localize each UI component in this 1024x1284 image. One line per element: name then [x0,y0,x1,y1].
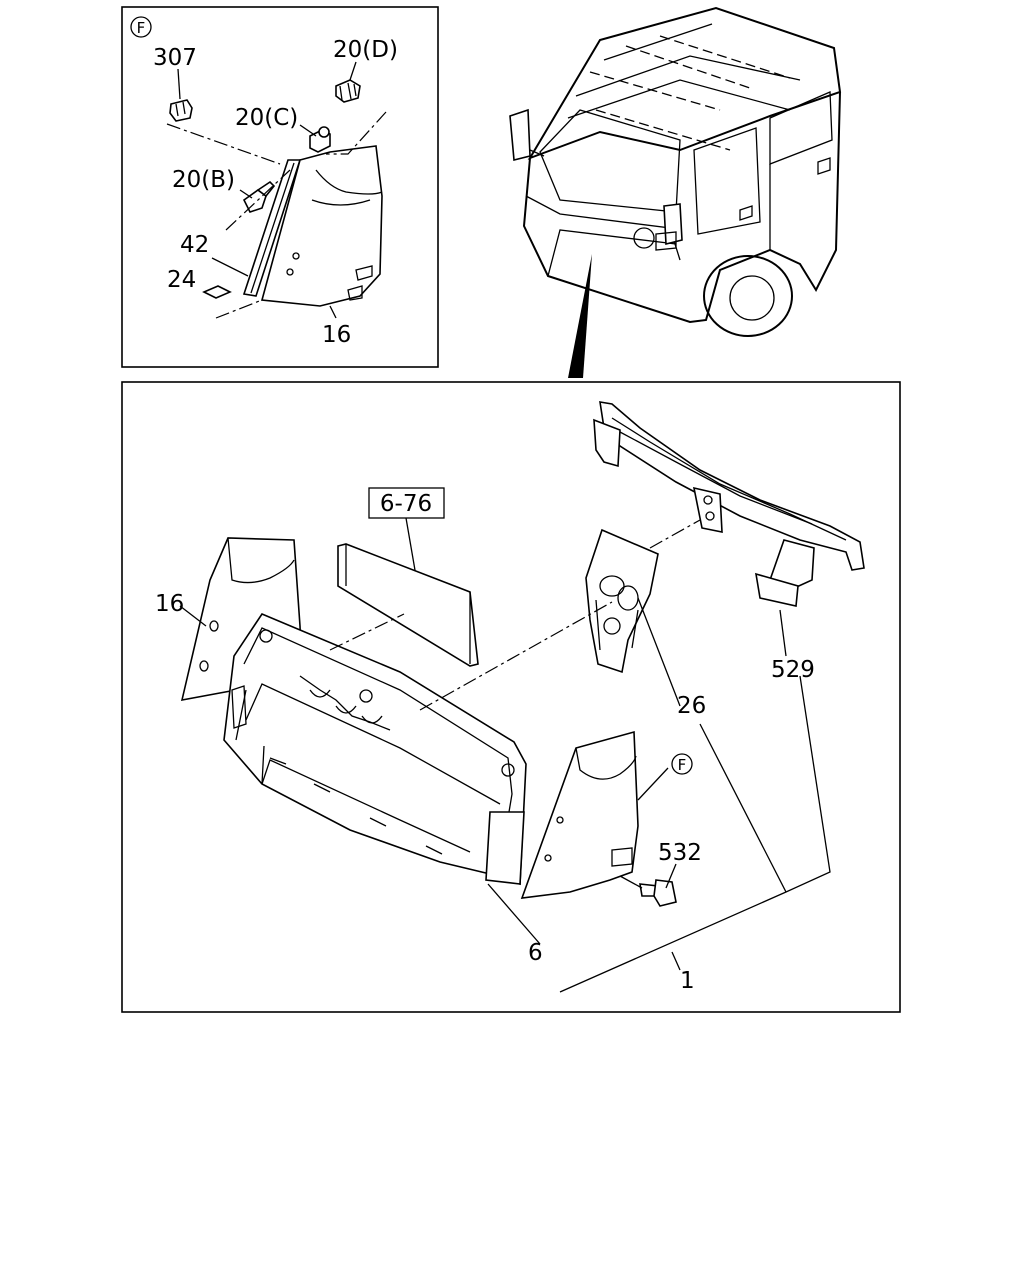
grille-panel-6-drawing [223,613,527,886]
main-exploded-view: 6-76 [121,381,901,1013]
inset-frame [121,6,439,368]
main-view-marker-text: F [678,756,687,774]
main-frame [121,381,901,1013]
label-16-inset: 16 [322,322,351,348]
clip-20c-drawing [299,124,331,153]
label-42: 42 [180,232,209,258]
clip-20b-drawing [239,180,276,213]
truck-overview-drawing [509,6,842,378]
inset-view-marker-text: F [137,19,146,37]
label-20d: 20(D) [333,37,398,63]
label-24: 24 [167,267,196,293]
main-view-marker: F [671,753,693,775]
insulator-pad-drawing [337,543,479,667]
panel-16-inset-drawing [260,145,383,319]
pad-24-drawing [202,285,232,299]
ref-box-text: 6-76 [380,491,432,517]
inset-view-marker: F [130,16,152,38]
panel-16-right-drawing [520,730,639,899]
label-529: 529 [771,657,815,683]
bolt-532-drawing [619,875,677,907]
label-20c: 20(C) [235,105,298,131]
label-16-main: 16 [155,591,184,617]
clip-307-drawing [169,68,193,122]
ref-box-6-76: 6-76 [368,487,445,577]
label-6: 6 [528,940,543,966]
bracket-26-drawing [585,528,659,674]
cowl-crossmember-drawing [593,401,865,607]
label-20b: 20(B) [172,167,235,193]
strip-42-drawing [211,159,302,297]
label-26: 26 [677,693,706,719]
label-532: 532 [658,840,702,866]
clip-20d-drawing [335,61,361,103]
label-1: 1 [680,968,695,994]
label-307: 307 [153,45,197,71]
overview-leader-wedge [568,254,592,378]
inset-detail-f: F 307 20(D) 20(C) 20(B) 42 24 16 [121,6,439,368]
